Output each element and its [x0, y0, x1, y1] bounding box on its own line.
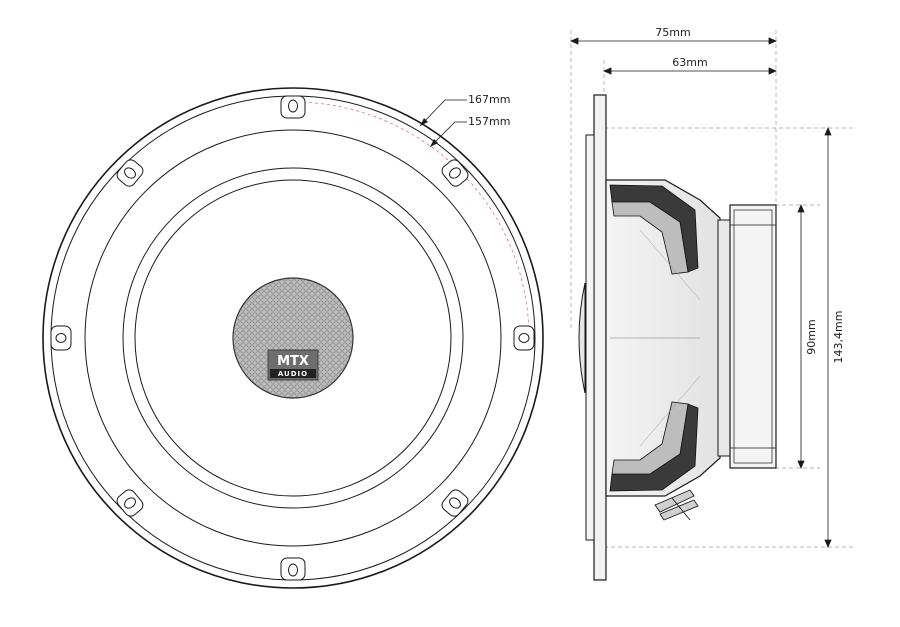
- mounting-flange: [593, 94, 607, 581]
- outer-diameter-label: 167mm: [468, 93, 510, 106]
- mounting-hole: [280, 95, 306, 119]
- front-view: [42, 87, 544, 589]
- dust-cap-profile: [578, 282, 586, 394]
- magnet-diameter-label: 90mm: [805, 319, 818, 354]
- cone-outer-ring: [134, 179, 452, 497]
- surround-profile: [585, 134, 595, 541]
- side-view: [570, 30, 855, 581]
- magnet: [729, 204, 777, 469]
- logo-sub-text: AUDIO: [278, 370, 308, 378]
- construction-lines: [570, 30, 855, 548]
- mounting-hole: [280, 557, 306, 581]
- mounting-hole: [116, 159, 144, 187]
- surround-middle-ring: [122, 167, 464, 509]
- outer-frame-ring: [42, 87, 544, 589]
- surround-outer-ring: [84, 129, 502, 547]
- brand-logo: MTX AUDIO: [267, 349, 319, 381]
- mount-depth-label: 63mm: [672, 56, 707, 69]
- logo-brand-text: MTX: [277, 354, 309, 369]
- dust-cap-mesh: [232, 277, 354, 399]
- mounting-hole: [441, 489, 469, 517]
- total-depth-label: 75mm: [655, 26, 690, 39]
- mounting-hole: [50, 325, 72, 351]
- mounting-holes: [50, 95, 535, 581]
- cutout-diameter-label: 143,4mm: [832, 311, 845, 364]
- diameter-leaders: [419, 99, 467, 148]
- mounting-hole: [441, 159, 469, 187]
- mounting-hole: [513, 325, 535, 351]
- mount-diameter-label: 157mm: [468, 115, 510, 128]
- dimension-arrows: [569, 37, 832, 549]
- terminals: [654, 489, 699, 521]
- mounting-hole: [116, 489, 144, 517]
